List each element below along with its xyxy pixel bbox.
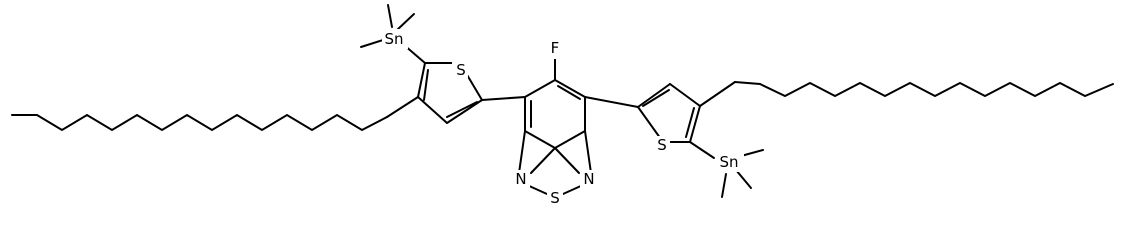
right-tin-methyl-1: [740, 149, 764, 157]
left-tin-atom: Sn: [384, 30, 403, 48]
left-chain-attachment-bond: [386, 96, 419, 118]
right-tin-atom: Sn: [719, 153, 738, 171]
thiadiazole-ring: [518, 130, 592, 195]
fluorine-atom: F: [551, 39, 560, 57]
right-tin-methyl-2: [735, 169, 752, 189]
right-biaryl-bond: [584, 96, 639, 108]
thiadiazole-sulfur-atom: S: [550, 189, 560, 207]
right-tin-methyl-3: [721, 173, 727, 198]
left-biaryl-bond: [481, 96, 526, 101]
left-thiophene-sulfur-atom: S: [456, 61, 466, 79]
left-tin-methyl-3: [360, 39, 384, 48]
left-thiophene-ring: [417, 62, 483, 124]
right-tin-bond: [689, 141, 715, 159]
left-nitrogen-atom: N: [515, 170, 526, 188]
left-dodecyl-chain: [11, 113, 388, 132]
right-dodecyl-chain: [734, 81, 1114, 98]
right-chain-attachment-bond: [699, 81, 736, 107]
right-thiophene-sulfur-atom: S: [657, 136, 667, 154]
benzothiadiazole-benzene-ring: [524, 79, 586, 149]
chemical-structure-diagram: F Sn S S Sn N N S: [11, 4, 1114, 207]
left-tin-methyl-2: [396, 13, 415, 31]
left-tin-methyl-1: [387, 4, 393, 28]
right-thiophene-ring: [637, 83, 701, 143]
right-nitrogen-atom: N: [583, 170, 594, 188]
